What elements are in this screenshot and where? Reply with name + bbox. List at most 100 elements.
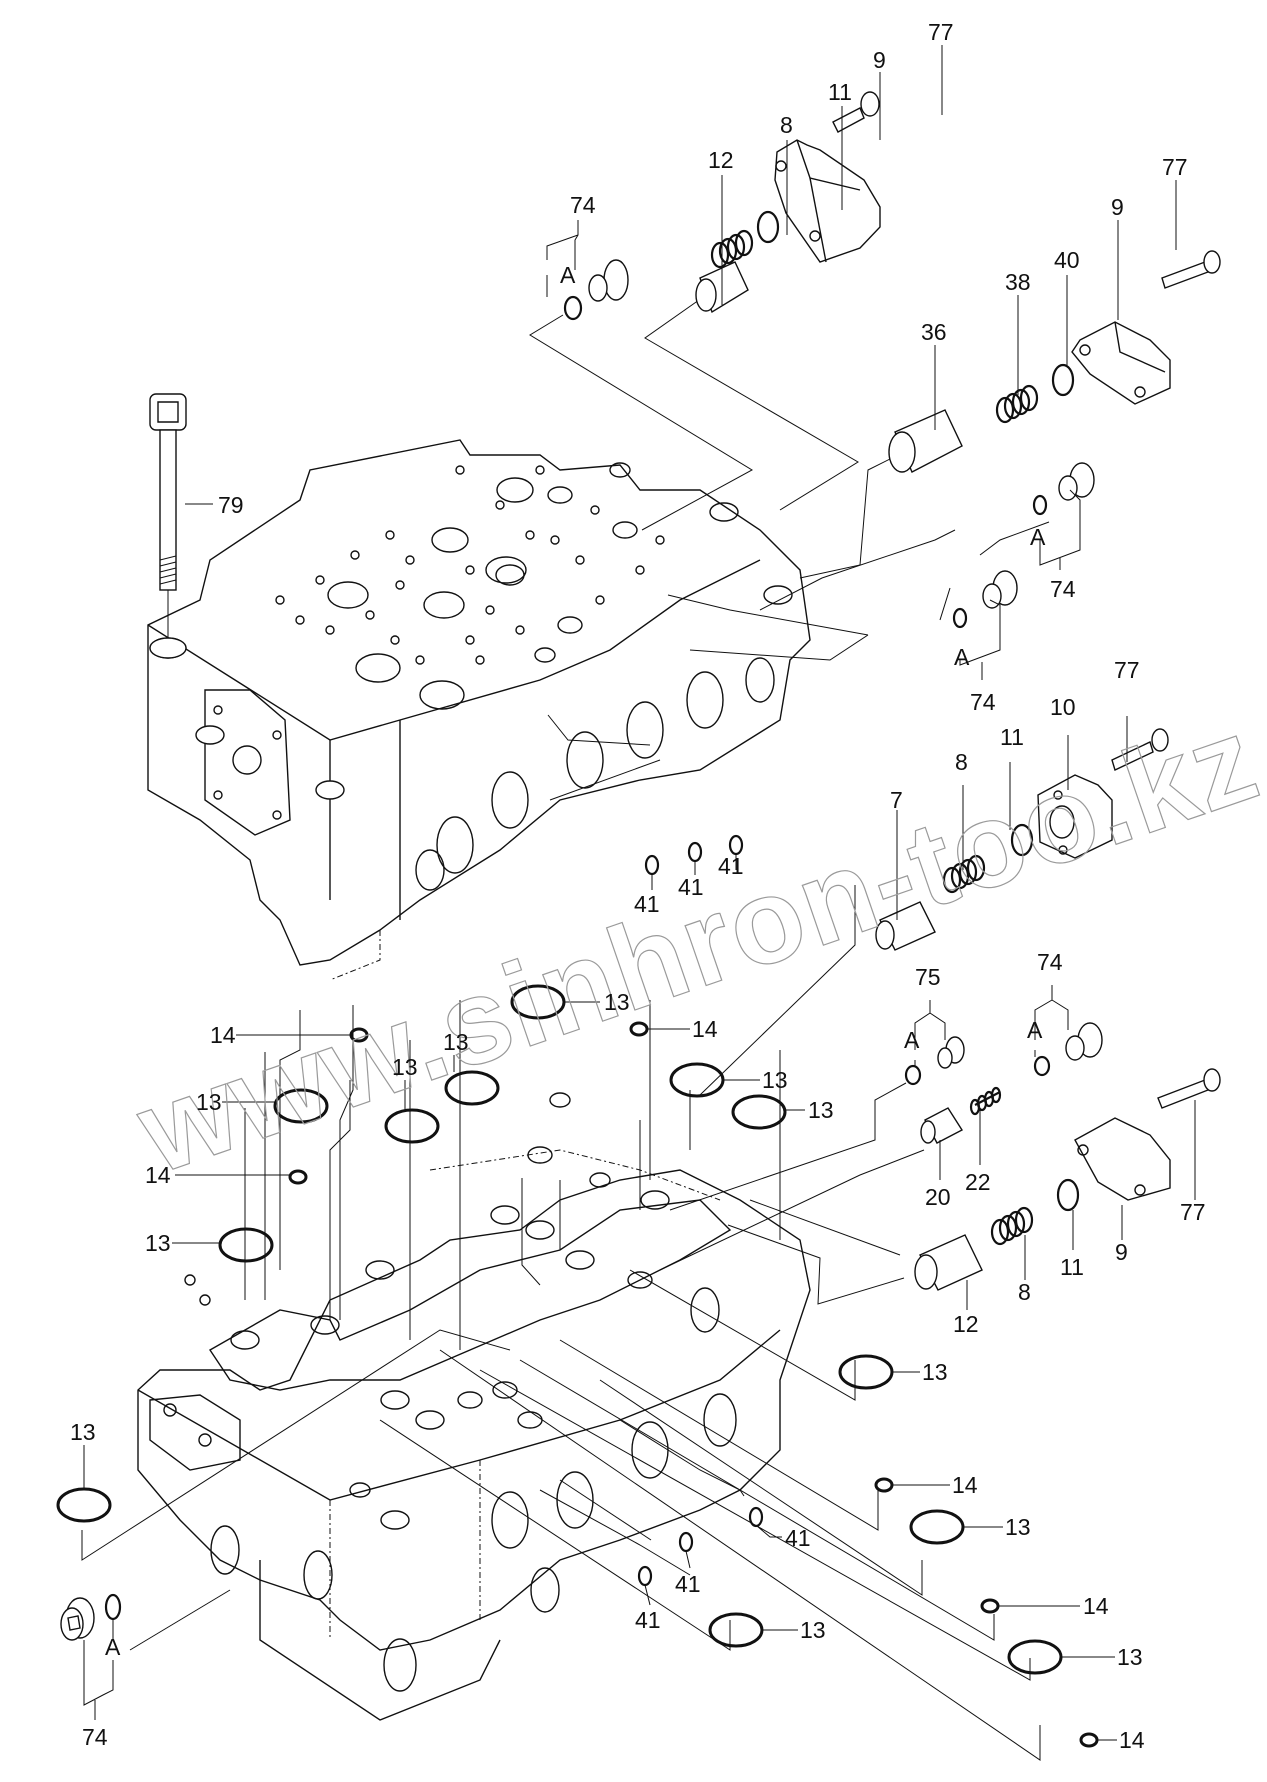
o-ring-41-4 xyxy=(748,1506,764,1528)
o-ring-A-right-1 xyxy=(1032,494,1048,516)
callout-labels: 77 9 11 8 12 74 A 77 9 40 38 36 79 74 A … xyxy=(70,19,1206,1753)
callout-13: 13 xyxy=(196,1089,222,1115)
callout-36: 36 xyxy=(921,319,947,345)
callout-13: 13 xyxy=(922,1359,948,1385)
callout-14: 14 xyxy=(145,1162,171,1188)
plug-74-mid xyxy=(1065,1022,1103,1061)
cover-9-lower xyxy=(1074,1117,1171,1201)
callout-75: 75 xyxy=(915,964,941,990)
callout-14: 14 xyxy=(952,1472,978,1498)
callout-13: 13 xyxy=(800,1617,826,1643)
bolt-77-third xyxy=(1111,728,1169,771)
callout-14: 14 xyxy=(210,1022,236,1048)
o-ring-41-2 xyxy=(687,841,703,863)
callout-13: 13 xyxy=(604,989,630,1015)
o-ring-A-right-2 xyxy=(952,607,968,629)
spring-8-top xyxy=(710,229,754,269)
o-ring-41-1 xyxy=(644,854,660,876)
callout-38: 38 xyxy=(1005,269,1031,295)
spring-38 xyxy=(995,384,1039,424)
spacer-36 xyxy=(888,409,963,473)
callout-77: 77 xyxy=(928,19,954,45)
callout-41: 41 xyxy=(718,853,744,879)
o-ring-41-5 xyxy=(678,1531,694,1553)
plug-74-top xyxy=(588,259,629,302)
callout-A: A xyxy=(1027,1017,1043,1043)
plug-74-bottom-left xyxy=(60,1597,95,1641)
callout-74: 74 xyxy=(570,192,596,218)
callout-20: 20 xyxy=(925,1184,951,1210)
bolt-77-second xyxy=(1161,250,1221,289)
callout-11: 11 xyxy=(1060,1254,1084,1280)
callout-41: 41 xyxy=(678,874,704,900)
o-ring-11-middle xyxy=(1010,823,1034,857)
callout-13: 13 xyxy=(443,1029,469,1055)
callout-11: 11 xyxy=(828,79,852,105)
upper-body-ports xyxy=(415,657,775,891)
callout-41: 41 xyxy=(635,1607,661,1633)
upper-valve-body xyxy=(147,439,811,981)
callout-77: 77 xyxy=(1162,154,1188,180)
bolt-77-lower xyxy=(1157,1068,1221,1109)
plug-74-right-2 xyxy=(982,570,1018,609)
callout-12: 12 xyxy=(953,1311,979,1337)
callout-A: A xyxy=(954,644,970,670)
upper-body-holes xyxy=(275,462,739,710)
callout-A: A xyxy=(1030,524,1046,550)
callout-13: 13 xyxy=(808,1097,834,1123)
callout-41: 41 xyxy=(634,891,660,917)
callout-14: 14 xyxy=(1083,1593,1109,1619)
callout-13: 13 xyxy=(1117,1644,1143,1670)
spring-22 xyxy=(969,1086,1002,1116)
o-ring-41-3 xyxy=(728,834,744,856)
poppet-20 xyxy=(920,1107,964,1144)
callout-74: 74 xyxy=(1050,576,1076,602)
callout-14: 14 xyxy=(692,1016,718,1042)
callout-11: 11 xyxy=(1000,724,1024,750)
o-ring-41-6 xyxy=(637,1565,653,1587)
spacer-7 xyxy=(875,901,936,951)
plug-74-right-1 xyxy=(1058,462,1095,501)
callout-40: 40 xyxy=(1054,247,1080,273)
assembly-lines xyxy=(81,299,1050,1761)
callout-13: 13 xyxy=(762,1067,788,1093)
callout-77: 77 xyxy=(1114,657,1140,683)
callout-41: 41 xyxy=(675,1571,701,1597)
callout-A: A xyxy=(105,1634,121,1660)
cover-10 xyxy=(1037,774,1113,859)
callout-9: 9 xyxy=(873,47,886,73)
callout-8: 8 xyxy=(780,112,793,138)
callout-74: 74 xyxy=(82,1724,108,1750)
callout-74: 74 xyxy=(970,689,996,715)
callout-77: 77 xyxy=(1180,1199,1206,1225)
bolt-79 xyxy=(149,393,187,640)
o-ring-40 xyxy=(1051,363,1075,397)
callout-13: 13 xyxy=(70,1419,96,1445)
o-ring-A-top xyxy=(563,295,583,321)
spacer-12-top xyxy=(695,261,749,314)
spacer-12-lower xyxy=(914,1234,983,1291)
plug-75 xyxy=(937,1036,965,1069)
cover-9-second xyxy=(1071,321,1171,405)
bolt-77-top xyxy=(832,91,880,133)
o-ring-A-bottom-left xyxy=(104,1593,122,1621)
callout-9: 9 xyxy=(1115,1239,1128,1265)
callout-leaders xyxy=(83,45,1196,1741)
callout-22: 22 xyxy=(965,1169,991,1195)
lower-valve-body xyxy=(137,1092,811,1721)
callout-41: 41 xyxy=(785,1525,811,1551)
lower-body-holes xyxy=(184,1092,670,1530)
callout-12: 12 xyxy=(708,147,734,173)
o-ring-11-lower xyxy=(1056,1178,1080,1212)
callout-74: 74 xyxy=(1037,949,1063,975)
callout-13: 13 xyxy=(392,1054,418,1080)
cover-9-top xyxy=(774,139,881,263)
callout-10: 10 xyxy=(1050,694,1076,720)
callout-8: 8 xyxy=(955,749,968,775)
callout-9: 9 xyxy=(1111,194,1124,220)
callout-7: 7 xyxy=(890,787,903,813)
o-ring-A-75 xyxy=(904,1064,922,1086)
spring-8-middle xyxy=(942,854,986,894)
spring-8-lower xyxy=(990,1206,1034,1246)
